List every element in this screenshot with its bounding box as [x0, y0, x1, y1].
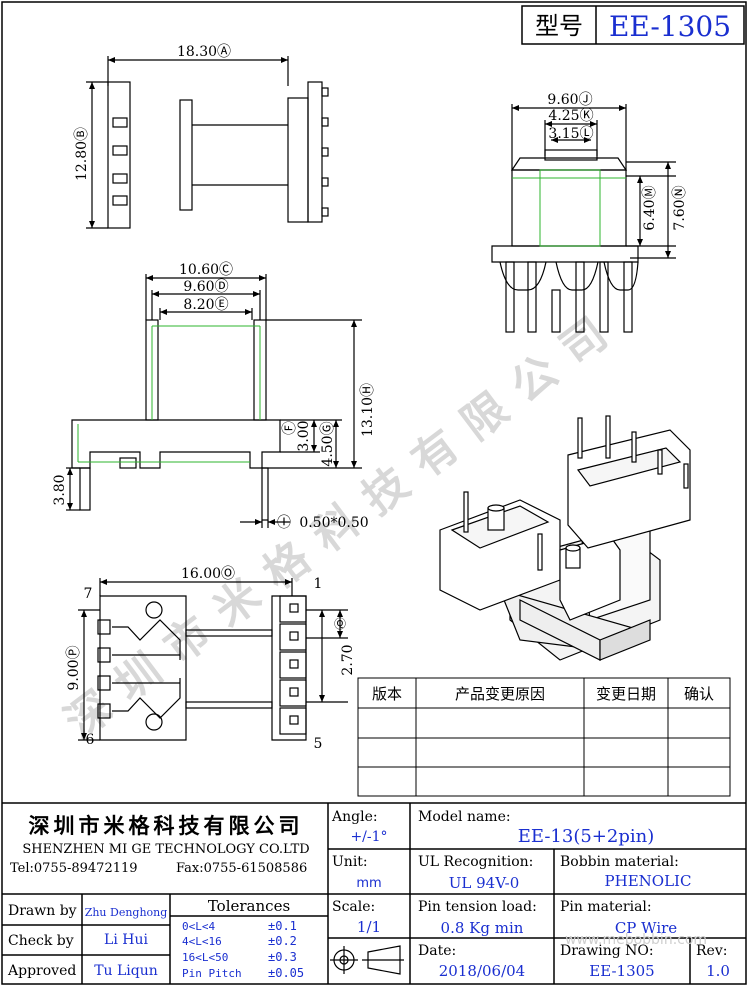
date-value: 2018/06/04: [439, 962, 525, 980]
dim-p: 9.00Ⓟ: [66, 645, 82, 690]
front-view: [66, 274, 362, 528]
check-by-label: Check by: [8, 933, 74, 949]
tolerance-value-1: ±0.1: [268, 919, 297, 933]
svg-text:格: 格: [254, 532, 321, 600]
dim-pin-length: 3.80: [52, 474, 68, 505]
dim-k: 4.25Ⓚ: [548, 108, 593, 124]
angle-value: +/-1°: [350, 829, 387, 845]
header-block: 型号 EE-1305: [521, 5, 745, 45]
isometric-view: [439, 415, 691, 661]
front-view-winding-line: [77, 325, 261, 463]
approved-label: Approved: [7, 963, 76, 979]
revision-table: [357, 677, 731, 797]
bobbin-label: Bobbin material:: [560, 854, 679, 870]
model-name-value: EE-13(5+2pin): [518, 826, 655, 847]
pin-label-7: 7: [84, 586, 93, 602]
title-block-grid: [2, 802, 746, 984]
bottom-view: [78, 578, 348, 741]
pin-label-6: 6: [86, 732, 95, 748]
dim-q-mark: Ⓠ: [334, 617, 346, 631]
model-name-label: Model name:: [418, 809, 511, 825]
dim-i-mark: Ⓘ: [277, 515, 291, 531]
svg-text:限: 限: [452, 383, 518, 450]
tension-value: 0.8 Kg min: [441, 919, 524, 937]
type-label: 型号: [535, 12, 583, 40]
top-view: [86, 56, 329, 229]
date-label: Date:: [418, 943, 456, 959]
dim-e: 8.20Ⓔ: [183, 297, 228, 313]
unit-label: Unit:: [332, 854, 368, 870]
dim-pitch: 2.70: [340, 644, 356, 675]
drawn-by-label: Drawn by: [8, 903, 77, 919]
dim-c: 10.60Ⓒ: [179, 262, 233, 278]
pin-label-5: 5: [314, 736, 323, 752]
pin-label-1: 1: [314, 576, 323, 592]
rev-header-version: 版本: [372, 685, 402, 703]
tolerance-range-3: 16<L<50: [182, 951, 228, 964]
dim-l: 3.15Ⓛ: [548, 126, 593, 142]
tolerance-value-3: ±0.3: [268, 950, 297, 964]
rev-value: 1.0: [706, 962, 730, 980]
svg-text:公: 公: [502, 346, 568, 413]
rev-label: Rev:: [696, 943, 727, 959]
scale-value: 1/1: [357, 918, 381, 936]
angle-label: Angle:: [331, 809, 378, 825]
rev-header-date: 变更日期: [596, 685, 656, 703]
drawing-no-label: Drawing NO:: [560, 943, 654, 959]
dim-f: 3.00: [296, 420, 312, 451]
company-name-en: SHENZHEN MI GE TECHNOLOGY CO.LTD: [22, 842, 309, 857]
scale-label: Scale:: [332, 899, 375, 915]
pin-material-value: CP Wire: [615, 919, 677, 937]
drawing-no-value: EE-1305: [589, 962, 654, 980]
tolerances-title: Tolerances: [208, 897, 290, 915]
pin-material-label: Pin material:: [560, 899, 652, 915]
unit-value: mm: [356, 876, 381, 891]
approved-value: Tu Liqun: [94, 963, 158, 979]
company-fax: Fax:0755-61508586: [176, 861, 307, 876]
dim-n: 7.60Ⓝ: [672, 185, 688, 230]
rev-header-confirm: 确认: [684, 685, 714, 703]
drawn-by-value: Zhu Denghong: [85, 906, 168, 919]
tolerance-value-2: ±0.2: [268, 934, 297, 948]
projection-symbol-icon: [330, 945, 404, 975]
dim-o: 16.00Ⓞ: [181, 566, 235, 582]
svg-text:圳: 圳: [105, 644, 171, 711]
dim-j: 9.60Ⓙ: [547, 92, 592, 108]
dim-i: 0.50*0.50: [299, 515, 368, 531]
side-view-core-line: [512, 169, 626, 247]
dim-g: 4.50Ⓖ: [320, 421, 336, 466]
watermark-url: www.mebobbin.com: [565, 932, 707, 948]
tolerance-range-2: 4<L<16: [182, 935, 222, 948]
dim-b: 12.80Ⓑ: [74, 127, 90, 181]
tension-label: Pin tension load:: [418, 899, 537, 915]
company-tel: Tel:0755-89472119: [10, 861, 138, 876]
ul-value: UL 94V-0: [449, 874, 520, 892]
svg-text:市: 市: [155, 607, 221, 674]
svg-text:有: 有: [403, 420, 469, 487]
ul-label: UL Recognition:: [418, 854, 533, 870]
dim-h: 13.10Ⓗ: [360, 383, 376, 437]
rev-header-reason: 产品变更原因: [455, 685, 545, 703]
tolerance-range-1: 0<L<4: [182, 920, 215, 933]
dim-a: 18.30Ⓐ: [177, 44, 231, 60]
dim-d: 9.60Ⓓ: [183, 279, 228, 295]
check-by-value: Li Hui: [104, 932, 148, 948]
tolerance-value-4: ±0.05: [268, 966, 304, 980]
dim-f-mark: Ⓕ: [282, 421, 298, 435]
company-name-cn: 深圳市米格科技有限公司: [29, 814, 304, 838]
dim-m: 6.40Ⓜ: [642, 185, 658, 230]
bobbin-value: PHENOLIC: [605, 872, 692, 890]
tolerance-range-4: Pin Pitch: [182, 967, 242, 980]
model-number: EE-1305: [609, 10, 731, 43]
